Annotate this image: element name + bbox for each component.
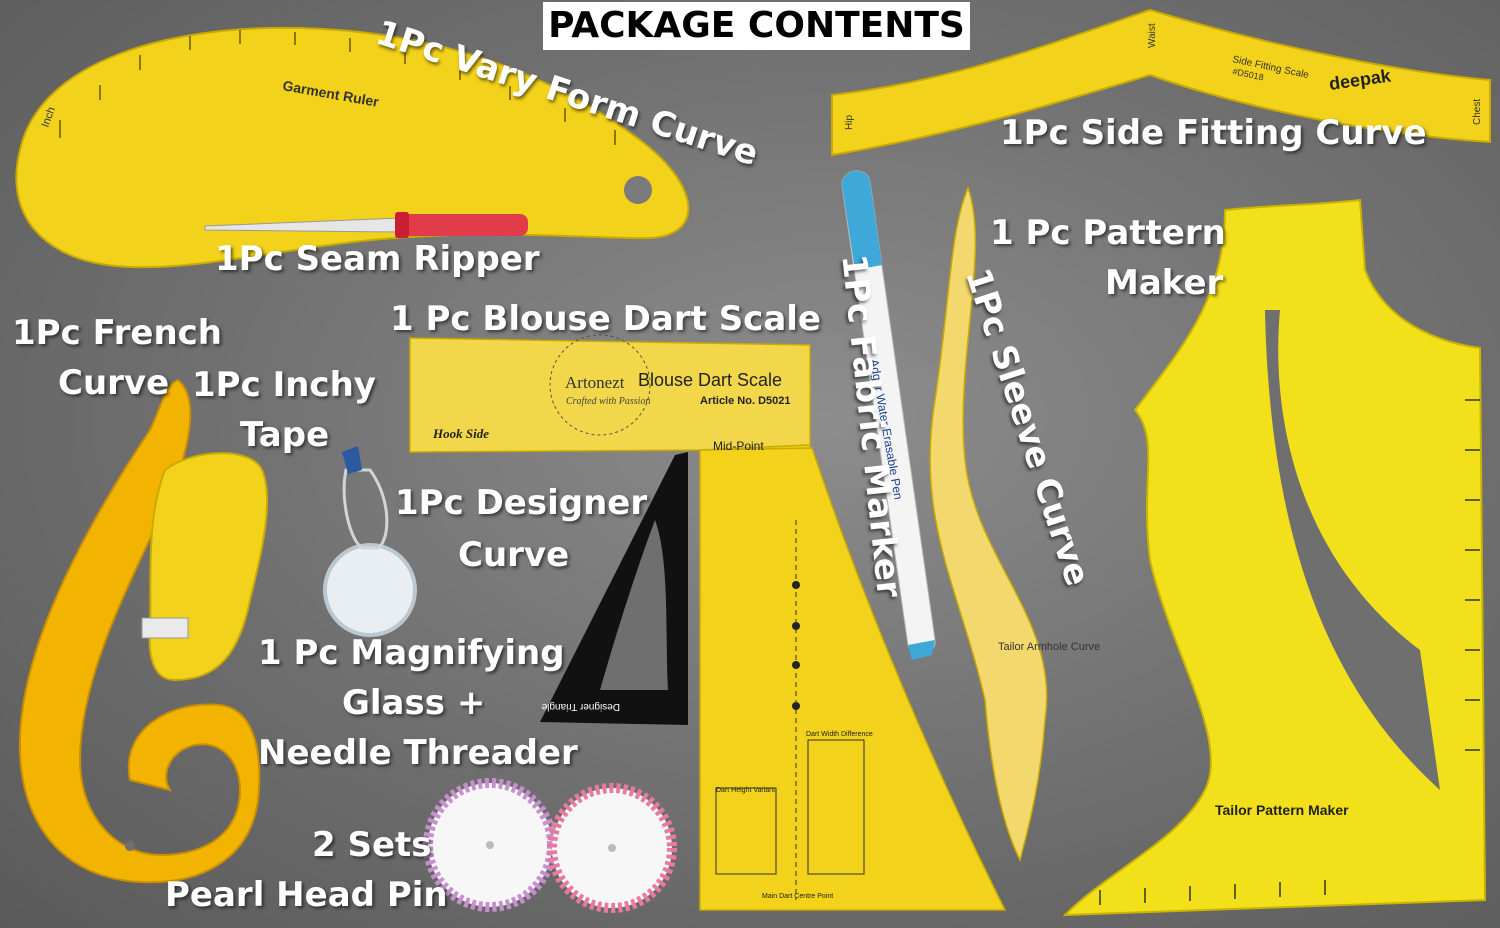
main-dart-centre-point-text: Main Dart Centre Point [762,893,833,900]
tailor-pattern-maker-text: Tailor Pattern Maker [1215,802,1349,818]
tailor-armhole-curve-text: Tailor Armhole Curve [998,641,1100,653]
hook-side-text: Hook Side [432,426,489,441]
dart-height-variant-text: Dart Height Variant [716,787,775,794]
label-side-fitting-curve: 1Pc Side Fitting Curve [1000,113,1427,153]
hip-text: Hip [844,115,855,130]
pattern-maker: Tailor Pattern Maker [1062,198,1487,917]
label-designer-curve-line1: 1Pc Designer [395,483,648,523]
blouse-dart-scale-text: Blouse Dart Scale [638,370,782,390]
label-pattern-maker-line2: Maker [1105,263,1224,303]
french-curve [18,378,261,884]
vary-form-curve: Garment Ruler Inch [15,26,690,269]
mid-point-text: Mid-Point [713,439,764,453]
artonezt-logo-text: Artonezt [565,373,625,392]
magnifier [323,446,417,637]
pin-wheels [423,778,677,913]
label-inchy-tape-line1: 1Pc Inchy [192,365,376,405]
seam-ripper [204,212,528,238]
dart-width-difference-text: Dart Width Difference [806,731,873,738]
label-french-curve-line1: 1Pc French [12,313,223,353]
label-blouse-dart-scale: 1 Pc Blouse Dart Scale [390,299,821,339]
sleeve-curve: Tailor Armhole Curve [929,185,1100,863]
label-inchy-tape-line2: Tape [240,415,330,455]
label-pattern-maker-line1: 1 Pc Pattern [990,213,1226,253]
side-fitting-curve: Side Fitting Scale #D5018 deepak Hip Wai… [831,8,1491,157]
label-magnifying-line2: Glass + [342,683,486,723]
label-magnifying-line3: Needle Threader [258,733,578,773]
label-pins-line2: Pearl Head Pin [165,875,448,915]
waist-text: Waist [1147,23,1158,48]
chest-text: Chest [1472,99,1483,125]
label-designer-curve-line2: Curve [458,535,570,575]
label-magnifying-line1: 1 Pc Magnifying [258,633,565,673]
blouse-dart-scale: Artonezt Crafted with Passion Blouse Dar… [409,334,1007,911]
page-title: PACKAGE CONTENTS [543,2,970,50]
logo-tagline-text: Crafted with Passion [566,396,650,407]
fabric-marker: Adger Water Erasable Pen [841,170,936,660]
designer-curve: Designer Triangle [540,452,688,725]
inchy-tape [141,452,269,682]
article-no-text: Article No. D5021 [700,395,790,407]
label-french-curve-line2: Curve [58,363,170,403]
label-pins-line1: 2 Sets [312,825,432,865]
designer-triangle-text: Designer Triangle [541,701,620,712]
label-seam-ripper: 1Pc Seam Ripper [215,239,540,279]
